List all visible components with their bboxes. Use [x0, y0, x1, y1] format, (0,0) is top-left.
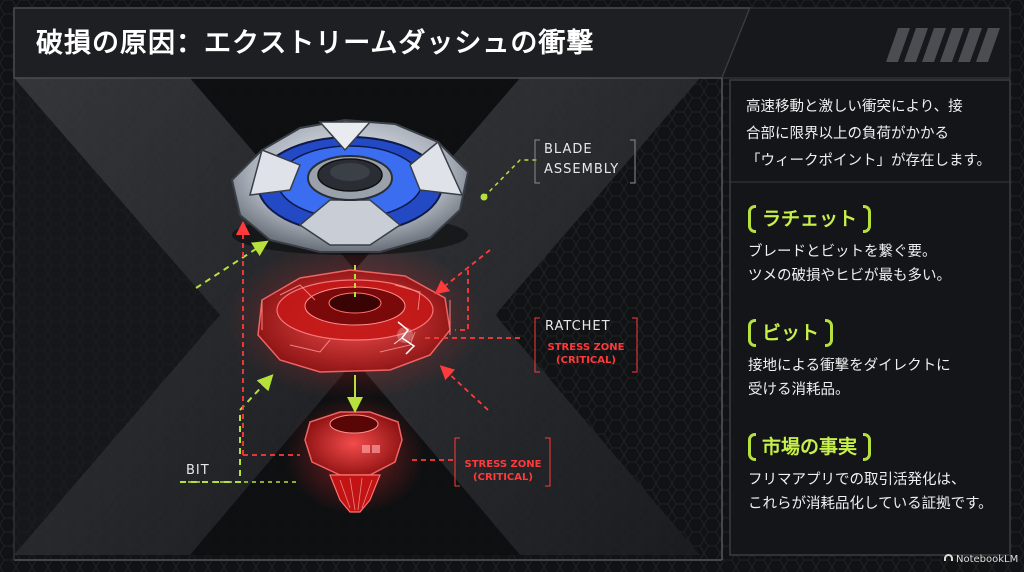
intro-line: 高速移動と激しい衝突により、接	[746, 99, 963, 115]
bit-critical-label: (CRITICAL)	[473, 472, 533, 483]
section-body: フリマアプリでの取引活発化は、 これらが消耗品化している証拠です。	[748, 468, 1018, 516]
bracket-right-icon	[863, 433, 872, 461]
section-line: 受ける消耗品。	[748, 382, 850, 398]
blade-label: BLADE	[544, 142, 593, 157]
ratchet-illustration	[257, 269, 451, 373]
blade-assembly-illustration	[230, 118, 470, 255]
section-line: ツメの破損やヒビが最も多い。	[748, 268, 951, 284]
page-title: 破損の原因：エクストリームダッシュの衝撃	[36, 28, 595, 59]
ratchet-label: RATCHET	[545, 319, 611, 334]
section-bit: ビット 接地による衝撃をダイレクトに 受ける消耗品。	[748, 318, 1018, 402]
assembly-label: ASSEMBLY	[544, 162, 620, 177]
brand-text: NotebookLM	[956, 554, 1019, 565]
intro-line: 「ウィークポイント」が存在します。	[746, 153, 992, 169]
section-title-text: ビット	[762, 322, 820, 344]
notebooklm-watermark: NotebookLM	[944, 553, 1018, 567]
section-body: ブレードとビットを繋ぐ要。 ツメの破損やヒビが最も多い。	[748, 240, 1018, 288]
intro-text: 高速移動と激しい衝突により、接 合部に限界以上の負荷がかかる 「ウィークポイント…	[746, 94, 1006, 175]
bit-illustration	[304, 411, 403, 513]
section-body: 接地による衝撃をダイレクトに 受ける消耗品。	[748, 354, 1018, 402]
section-line: フリマアプリでの取引活発化は、	[748, 472, 966, 488]
section-title: ビット	[748, 318, 834, 348]
bracket-right-icon	[863, 205, 872, 233]
bit-label: BIT	[186, 463, 210, 478]
bracket-right-icon	[825, 319, 834, 347]
section-title: ラチェット	[748, 204, 872, 234]
section-ratchet: ラチェット ブレードとビットを繋ぐ要。 ツメの破損やヒビが最も多い。	[748, 204, 1018, 288]
bracket-left-icon	[748, 433, 756, 461]
section-market-facts: 市場の事実 フリマアプリでの取引活発化は、 これらが消耗品化している証拠です。	[748, 432, 1018, 516]
section-title-text: ラチェット	[762, 208, 858, 230]
bracket-left-icon	[748, 319, 756, 347]
section-line: これらが消耗品化している証拠です。	[748, 496, 993, 512]
section-line: ブレードとビットを繋ぐ要。	[748, 244, 937, 260]
notebooklm-logo-icon	[944, 554, 953, 561]
section-title: 市場の事実	[748, 432, 872, 462]
section-line: 接地による衝撃をダイレクトに	[748, 358, 951, 374]
ratchet-critical-label: (CRITICAL)	[556, 355, 616, 366]
intro-line: 合部に限界以上の負荷がかかる	[746, 126, 949, 142]
section-title-text: 市場の事実	[762, 436, 858, 458]
bit-stress-zone-label: STRESS ZONE	[464, 459, 542, 470]
ratchet-stress-zone-label: STRESS ZONE	[547, 342, 625, 353]
bracket-left-icon	[748, 205, 756, 233]
